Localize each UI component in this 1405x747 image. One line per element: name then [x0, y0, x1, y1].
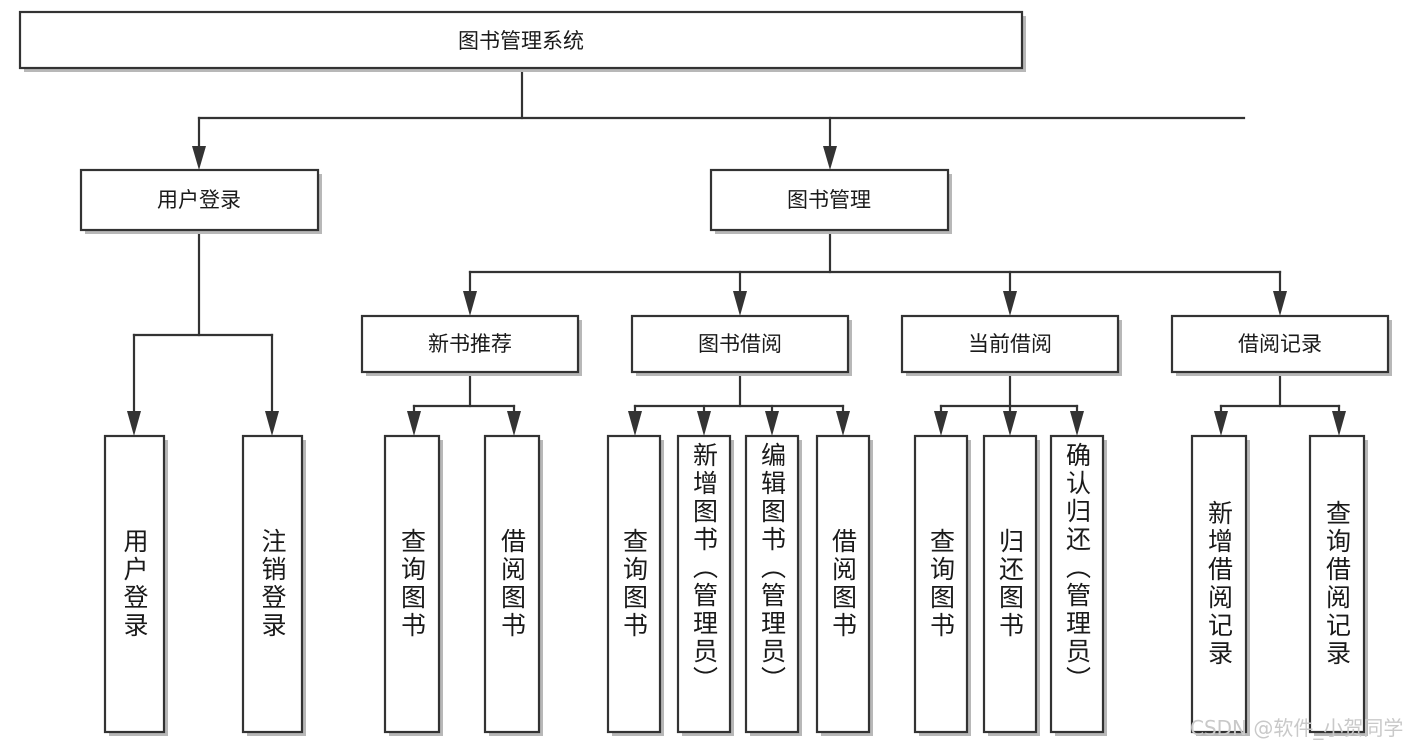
node-book-borrow-label: 图书借阅 — [698, 332, 782, 356]
leaf-node-query-book-1[interactable] — [383, 434, 443, 736]
connectors-borrowbook-to-leaves — [628, 372, 850, 436]
watermark-text: CSDN @软件_小贺同学 — [1190, 716, 1404, 740]
node-current-borrow[interactable]: 当前借阅 — [900, 314, 1122, 376]
connectors-newbook-to-leaves — [407, 372, 521, 436]
node-root-system[interactable]: 图书管理系统 — [18, 10, 1026, 72]
leaf-node-user-login[interactable] — [103, 434, 168, 736]
leaf-node-add-book-admin[interactable] — [676, 434, 734, 736]
connectors-books-to-level3 — [463, 230, 1287, 316]
node-root-label: 图书管理系统 — [458, 29, 584, 53]
connectors-root-to-level2 — [192, 68, 1246, 170]
node-new-book-recommend[interactable]: 新书推荐 — [360, 314, 582, 376]
leaf-node-edit-book-admin[interactable] — [744, 434, 802, 736]
connectors-current-to-leaves — [934, 372, 1084, 436]
node-borrow-record-label: 借阅记录 — [1238, 332, 1322, 356]
connectors-record-to-leaves — [1214, 372, 1346, 436]
leaf-node-query-book-3[interactable] — [913, 434, 971, 736]
leaf-node-borrow-book-1[interactable] — [483, 434, 543, 736]
leaf-node-confirm-return-admin[interactable] — [1049, 434, 1107, 736]
connectors-userlogin-to-leaves — [127, 230, 279, 436]
node-current-borrow-label: 当前借阅 — [968, 332, 1052, 356]
node-borrow-record[interactable]: 借阅记录 — [1170, 314, 1392, 376]
leaf-node-borrow-book-2[interactable] — [815, 434, 873, 736]
node-user-login-label: 用户登录 — [157, 188, 241, 212]
leaf-node-query-book-2[interactable] — [606, 434, 664, 736]
leaf-node-logout[interactable] — [241, 434, 306, 736]
node-book-management[interactable]: 图书管理 — [709, 168, 952, 234]
node-new-book-recommend-label: 新书推荐 — [428, 332, 512, 356]
node-book-borrow[interactable]: 图书借阅 — [630, 314, 852, 376]
node-user-login[interactable]: 用户登录 — [79, 168, 322, 234]
leaf-node-return-book[interactable] — [982, 434, 1040, 736]
leaf-node-add-borrow-record[interactable] — [1190, 434, 1250, 736]
leaf-node-query-borrow-record[interactable] — [1308, 434, 1368, 736]
node-book-management-label: 图书管理 — [787, 188, 871, 212]
